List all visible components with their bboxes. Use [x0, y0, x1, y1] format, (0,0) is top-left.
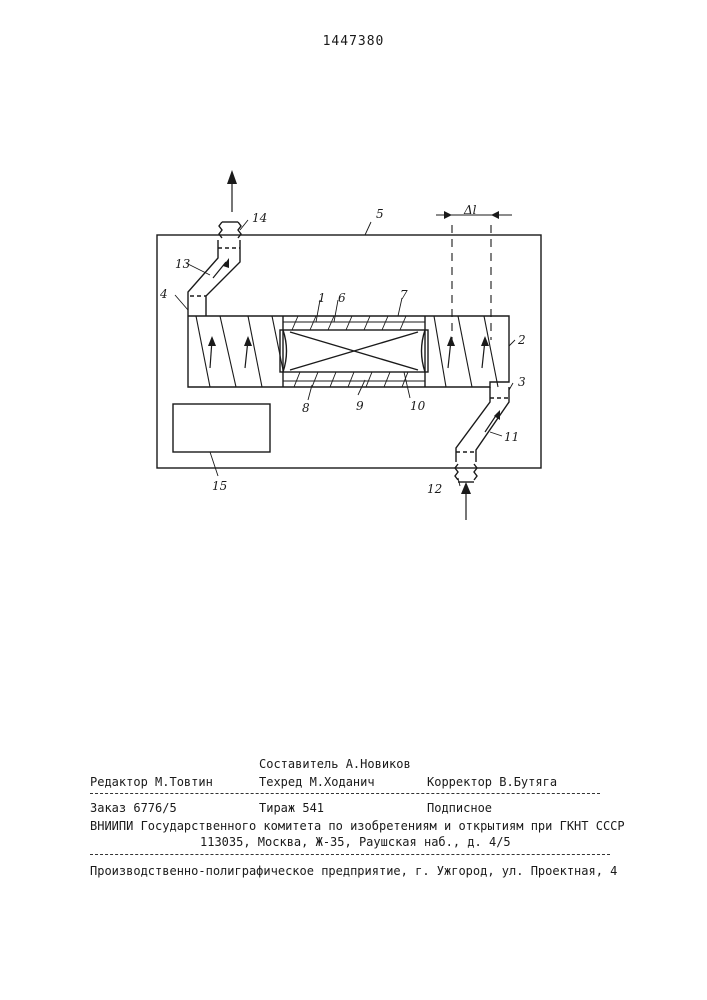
label-9: 9	[356, 399, 364, 413]
label-1: 1	[318, 291, 326, 305]
order: Заказ 6776/5	[90, 801, 177, 815]
label-6: 6	[338, 291, 346, 305]
label-8: 8	[302, 401, 310, 415]
corrector: Корректор В.Бутяга	[427, 775, 557, 789]
compiler: Составитель А.Новиков	[259, 757, 411, 771]
label-10: 10	[410, 399, 426, 413]
circulation: Тираж 541	[259, 801, 324, 815]
address: 113035, Москва, Ж-35, Раушская наб., д. …	[200, 835, 511, 849]
label-11: 11	[504, 430, 519, 444]
bellows-12	[455, 464, 477, 480]
techred: Техред М.Ходанич	[259, 775, 375, 789]
label-13: 13	[175, 257, 191, 271]
outlet-tube-13	[188, 240, 240, 316]
label-14: 14	[252, 211, 267, 225]
label-12: 12	[427, 482, 442, 496]
printer: Производственно-полиграфическое предприя…	[90, 864, 617, 878]
label-15: 15	[212, 479, 227, 493]
label-7: 7	[400, 288, 408, 302]
label-4: 4	[159, 287, 168, 301]
institute: ВНИИПИ Государственного комитета по изоб…	[90, 819, 625, 833]
block-15	[173, 404, 270, 452]
label-2: 2	[517, 333, 526, 347]
label-delta: Δl	[463, 203, 477, 217]
channel-2	[188, 316, 509, 387]
label-3: 3	[518, 375, 526, 389]
subscription: Подписное	[427, 801, 492, 815]
divider-2	[90, 854, 610, 855]
technical-drawing: 5 14 13 4 1 6 7 Δl 2 3 8 9 10 11 12 15	[0, 0, 707, 560]
editor: Редактор М.Товтин	[90, 775, 213, 789]
divider-1	[90, 793, 600, 794]
label-5: 5	[376, 207, 384, 221]
inlet-tube-11	[456, 387, 509, 462]
